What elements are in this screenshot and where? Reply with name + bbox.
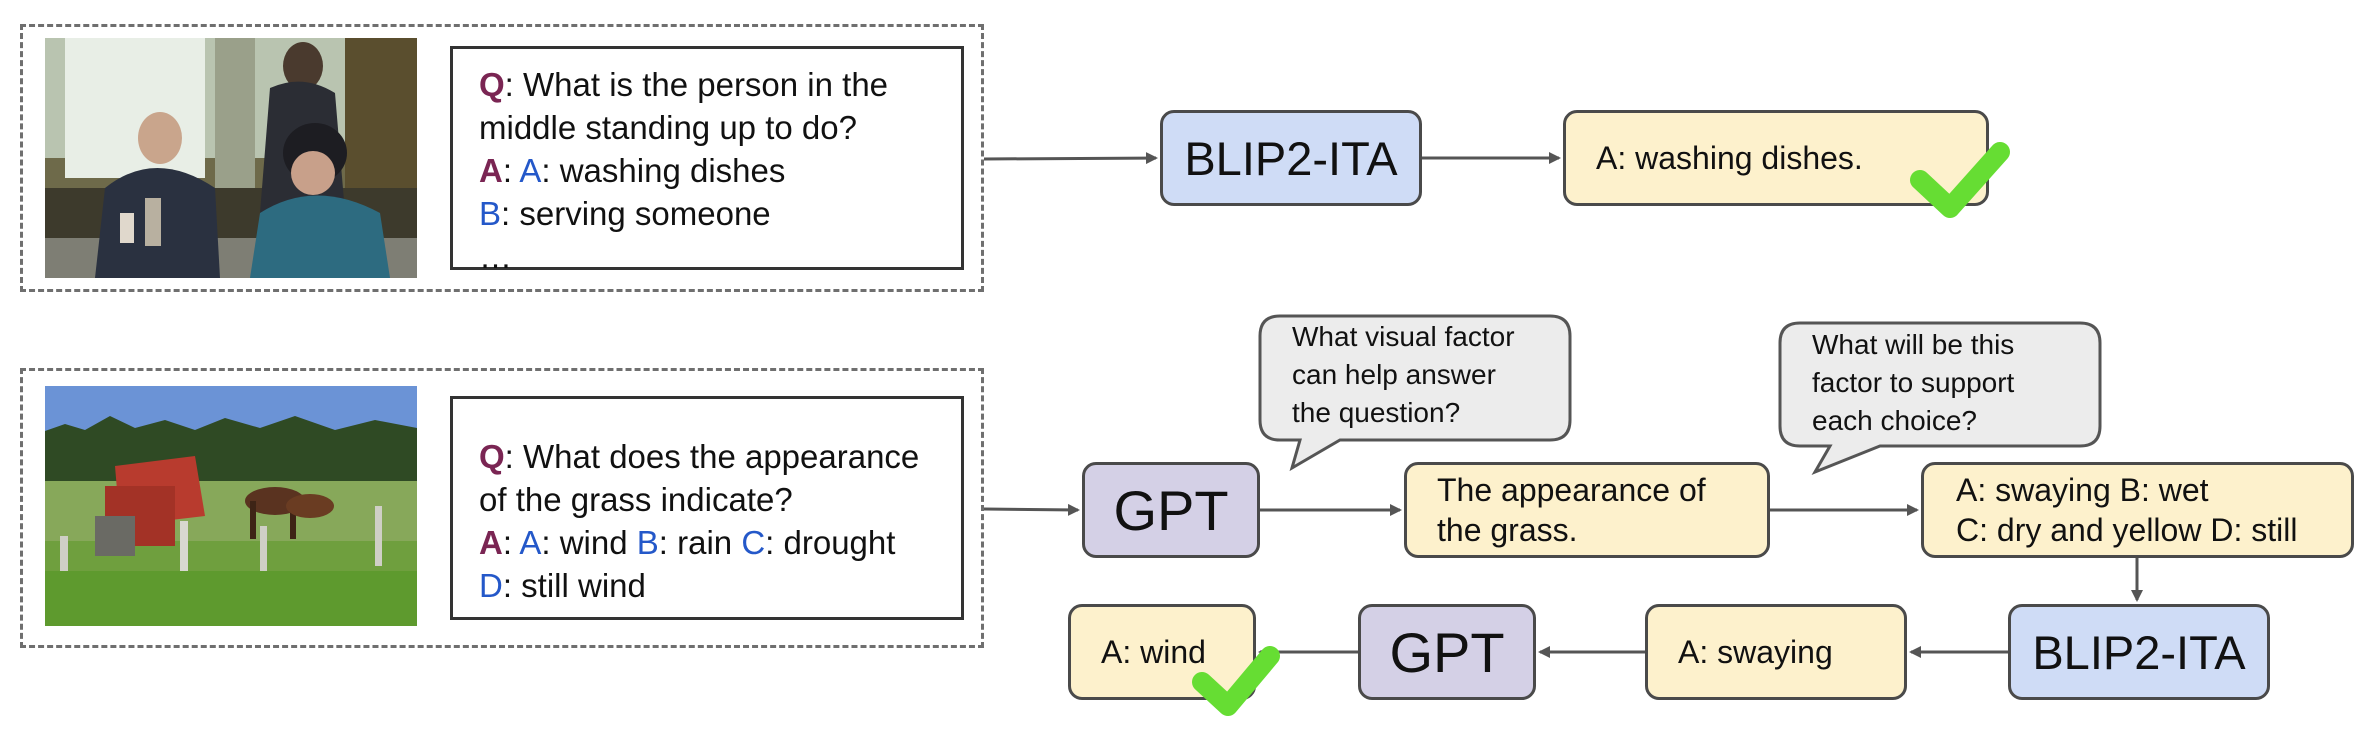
example2-question-box: Q: What does the appearance of the grass…: [450, 396, 964, 620]
blip2-ita-node-2: BLIP2-ITA: [2008, 604, 2270, 700]
photo-kitchen-scene: [45, 38, 417, 278]
arrow-q1-to-blip: [983, 152, 1158, 165]
choices-node: A: swaying B: wet C: dry and yellow D: s…: [1921, 462, 2354, 558]
final-answer-node: A: wind: [1068, 604, 1256, 700]
speech-bubble-2: [1778, 321, 2102, 476]
question-line-2: middle standing up to do?: [479, 109, 857, 146]
factor-node: The appearance of the grass.: [1404, 462, 1770, 558]
bubble-1-text: What visual factor can help answer the q…: [1292, 321, 1515, 428]
photo-farm-horses: [45, 386, 417, 626]
example1-question-box: Q: What is the person in the middle stan…: [450, 46, 964, 275]
gpt-node-1: GPT: [1082, 462, 1260, 558]
answer-text-1: A: washing dishes.: [1596, 140, 1863, 176]
ellipsis: …: [479, 238, 512, 275]
option-b-line: B: serving someone: [479, 195, 771, 232]
blip-answer-node: A: swaying: [1645, 604, 1907, 700]
question-line: Q: What is the person in the: [479, 66, 889, 103]
checkmark-icon: [1910, 142, 2010, 218]
example1-dashed-frame: [20, 24, 984, 292]
arrow-q2-to-gpt: [983, 503, 1080, 516]
options-line: A: A: wind B: rain C: drought: [479, 524, 896, 561]
blip2-ita-node-1: BLIP2-ITA: [1160, 110, 1422, 206]
example2-dashed-frame: [20, 368, 984, 648]
option-d-line: D: still wind: [479, 567, 646, 604]
gpt-node-2: GPT: [1358, 604, 1536, 700]
question-line-2: of the grass indicate?: [479, 481, 793, 518]
bubble-2-text: What will be this factor to support each…: [1812, 329, 2015, 436]
option-a-line: A: A: washing dishes: [479, 152, 786, 189]
checkmark-icon: [1192, 646, 1280, 716]
question-line: Q: What does the appearance: [479, 438, 920, 475]
speech-bubble-1: [1258, 314, 1572, 472]
